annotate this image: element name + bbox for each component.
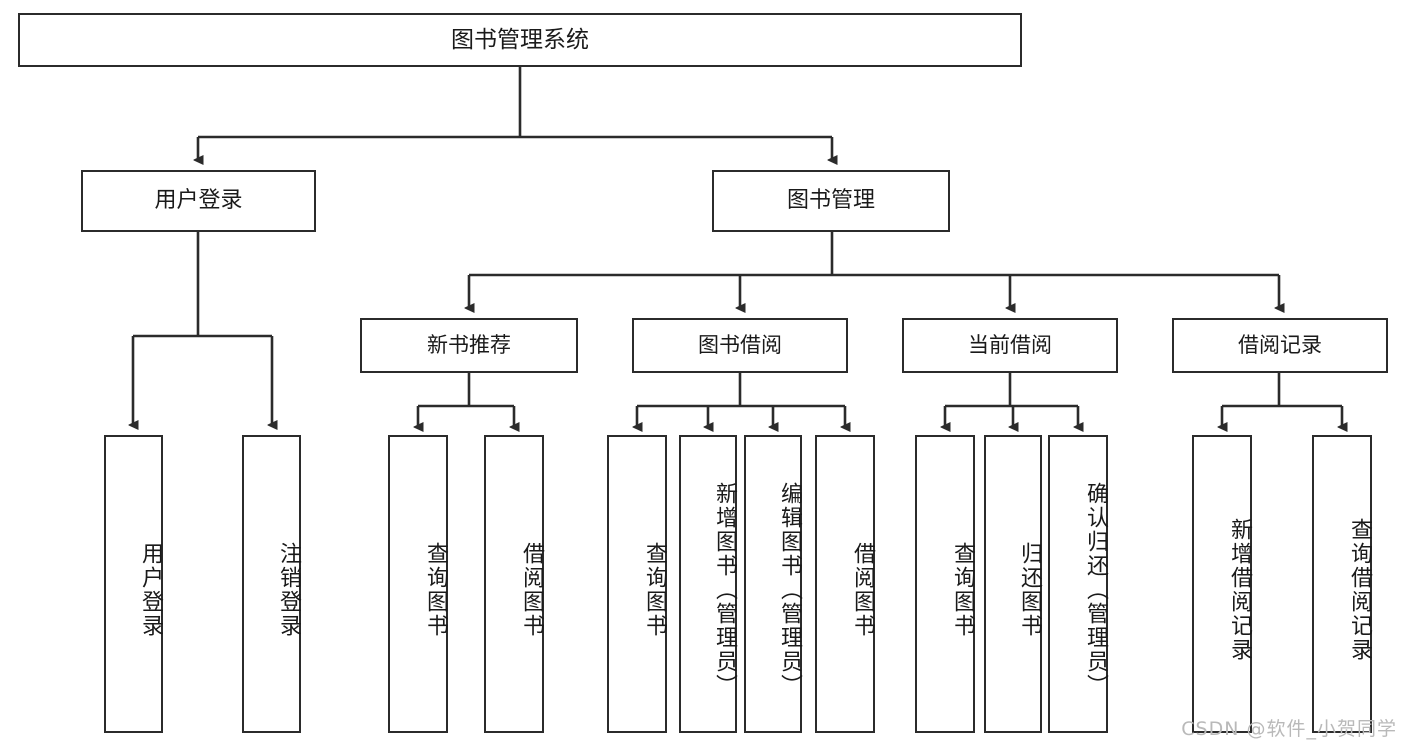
- leaf-new-book-query[interactable]: 查询图书: [388, 435, 448, 733]
- node-book-management-label: 图书管理: [786, 188, 875, 214]
- leaf-book-borrow-edit[interactable]: 编辑图书（管理员）: [744, 435, 802, 733]
- leaf-borrow-record-query[interactable]: 查询借阅记录: [1312, 435, 1372, 733]
- leaf-book-borrow-add[interactable]: 新增图书（管理员）: [679, 435, 737, 733]
- leaf-label: 用户登录: [138, 542, 163, 638]
- node-book-management[interactable]: 图书管理: [712, 170, 950, 232]
- leaf-user-login-login[interactable]: 用户登录: [104, 435, 163, 733]
- leaf-book-borrow-query[interactable]: 查询图书: [607, 435, 667, 733]
- node-new-book-recommend-label: 新书推荐: [427, 333, 511, 358]
- leaf-current-borrow-confirm-return[interactable]: 确认归还（管理员）: [1048, 435, 1108, 733]
- leaf-book-borrow-borrow[interactable]: 借阅图书: [815, 435, 875, 733]
- node-borrow-record[interactable]: 借阅记录: [1172, 318, 1388, 373]
- node-root[interactable]: 图书管理系统: [18, 13, 1022, 67]
- leaf-label: 借阅图书: [519, 542, 544, 638]
- leaf-label: 借阅图书: [850, 542, 875, 638]
- leaf-label: 注销登录: [276, 542, 301, 638]
- watermark: CSDN @软件_小贺同学: [1181, 718, 1397, 740]
- leaf-label: 查询图书: [423, 542, 448, 638]
- leaf-current-borrow-return[interactable]: 归还图书: [984, 435, 1042, 733]
- leaf-label: 新增借阅记录: [1227, 518, 1252, 662]
- node-new-book-recommend[interactable]: 新书推荐: [360, 318, 578, 373]
- node-user-login-label: 用户登录: [154, 188, 243, 214]
- leaf-label: 编辑图书（管理员）: [777, 482, 802, 698]
- leaf-label: 查询图书: [950, 542, 975, 638]
- leaf-user-login-logout[interactable]: 注销登录: [242, 435, 301, 733]
- node-book-borrow-label: 图书借阅: [698, 333, 782, 358]
- leaf-label: 查询图书: [642, 542, 667, 638]
- leaf-label: 查询借阅记录: [1347, 518, 1372, 662]
- leaf-new-book-borrow[interactable]: 借阅图书: [484, 435, 544, 733]
- leaf-label: 确认归还（管理员）: [1083, 482, 1108, 698]
- node-user-login[interactable]: 用户登录: [81, 170, 316, 232]
- node-current-borrow[interactable]: 当前借阅: [902, 318, 1118, 373]
- node-book-borrow[interactable]: 图书借阅: [632, 318, 848, 373]
- leaf-borrow-record-add[interactable]: 新增借阅记录: [1192, 435, 1252, 733]
- leaf-label: 新增图书（管理员）: [712, 482, 737, 698]
- leaf-label: 归还图书: [1017, 542, 1042, 638]
- node-current-borrow-label: 当前借阅: [968, 333, 1052, 358]
- node-borrow-record-label: 借阅记录: [1238, 333, 1322, 358]
- node-root-label: 图书管理系统: [451, 26, 589, 53]
- leaf-current-borrow-query[interactable]: 查询图书: [915, 435, 975, 733]
